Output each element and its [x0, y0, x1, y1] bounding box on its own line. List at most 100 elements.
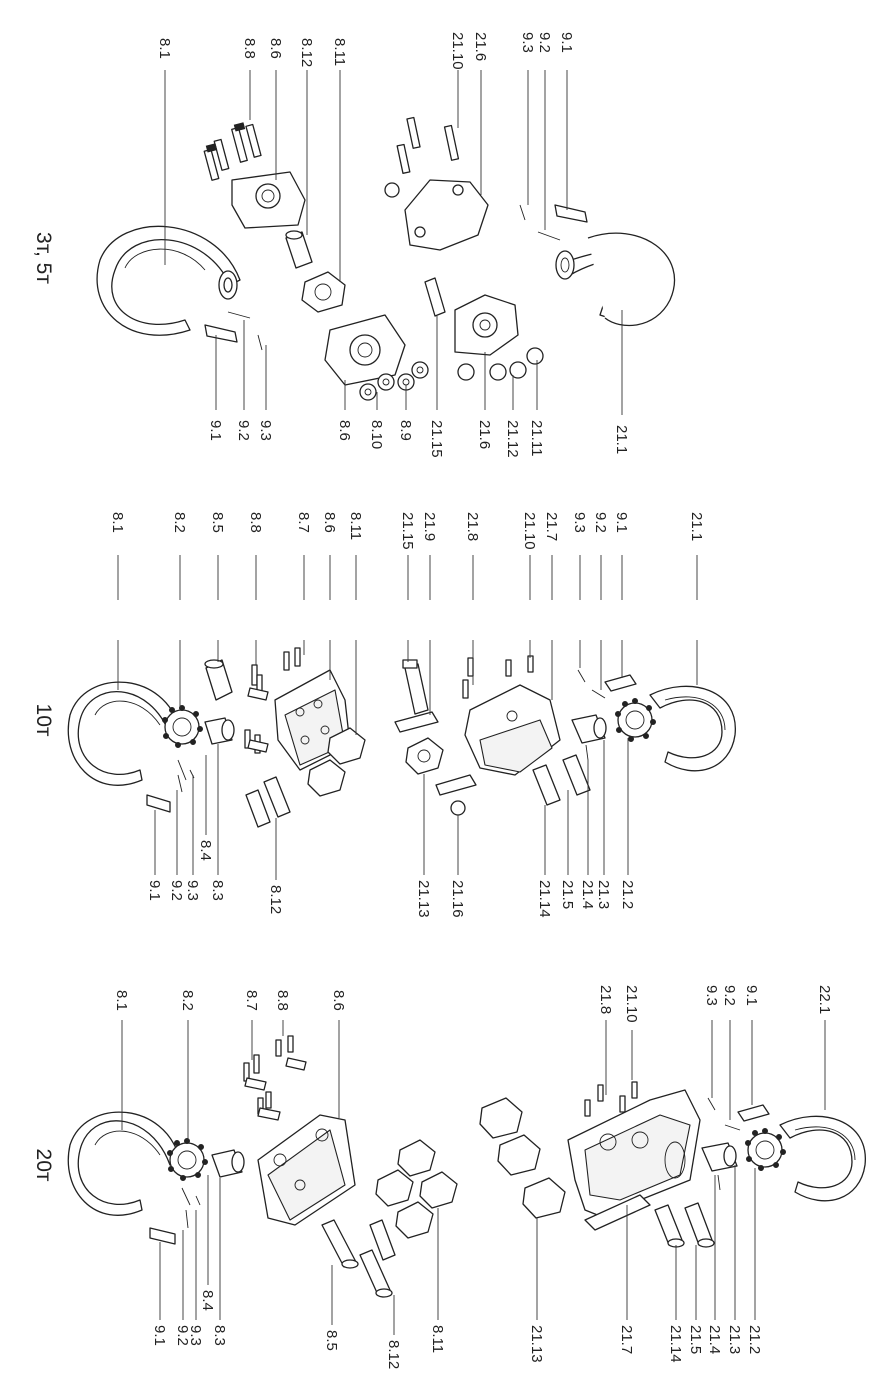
sprockets-21-13-section3 [479, 1097, 566, 1219]
sprocket-8-11-section1 [301, 271, 346, 313]
callout-21-6: 21.6 [472, 32, 489, 61]
callout-8-11: 8.11 [331, 38, 348, 66]
section-title-10t: 10т [32, 704, 55, 737]
nut-21-3-section2 [571, 714, 607, 761]
callout-8-8: 8.8 [247, 512, 264, 533]
pins-21-14-21-5-section2 [532, 754, 591, 806]
callout-8-7: 8.7 [295, 512, 312, 533]
callout-9-1: 9.1 [743, 985, 760, 1006]
callout-21-1: 21.1 [688, 512, 705, 541]
pins-8-5-8-12-section3 [321, 1219, 396, 1298]
callout-21-9: 21.9 [421, 512, 438, 541]
callout-8-4: 8.4 [197, 840, 214, 861]
callout-9-3: 9.3 [703, 985, 720, 1006]
bearing-21-2-section3 [745, 1128, 786, 1171]
callout-9-3: 9.3 [184, 880, 201, 901]
callout-8-12: 8.12 [298, 38, 315, 67]
callout-9-3: 9.3 [571, 512, 588, 533]
plates-8-6-section3 [257, 1114, 356, 1226]
callout-8-4: 8.4 [199, 1290, 216, 1311]
hook-8-1-section1 [96, 225, 241, 336]
callout-21-15: 21.15 [428, 420, 445, 458]
bolts-8-8-section1 [203, 122, 262, 181]
nut-21-3-section3 [701, 1142, 738, 1191]
nuts-21-11-21-12-section1 [457, 347, 544, 381]
bolts-21-8-21-10-section2 [462, 655, 534, 699]
leaders-section1 [164, 70, 623, 415]
links-21-9-section2 [394, 711, 477, 796]
callout-8-9: 8.9 [397, 420, 414, 441]
callout-21-14: 21.14 [667, 1325, 684, 1363]
latch-9-1-section3 [149, 1187, 201, 1245]
nut-8-3-section3 [211, 1149, 245, 1178]
bolts-8-7-8-8-section3 [243, 1035, 307, 1121]
callout-8-1: 8.1 [113, 990, 130, 1011]
callout-9-3: 9.3 [257, 420, 274, 441]
callout-9-2: 9.2 [168, 880, 185, 901]
plate-8-6-lower-section1 [324, 314, 406, 386]
sprockets-8-11-section3 [375, 1139, 458, 1239]
callout-8-1: 8.1 [156, 38, 173, 59]
pin-8-5-section2 [204, 659, 233, 701]
callout-8-6: 8.6 [336, 420, 353, 441]
pins-21-14-21-5-section3 [654, 1202, 715, 1248]
callout-8-12: 8.12 [385, 1340, 402, 1369]
callout-21-5: 21.5 [559, 880, 576, 909]
hook-22-1-section3 [779, 1115, 866, 1202]
callout-21-8: 21.8 [464, 512, 481, 541]
latch-9-1-upper-section1 [519, 204, 588, 241]
leaders-section2 [117, 555, 698, 880]
nuts-8-10-8-9-section1 [359, 361, 429, 401]
pin-21-15-section2 [402, 659, 429, 715]
section-title-3t-5t: 3т, 5т [32, 232, 55, 284]
callout-21-2: 21.2 [619, 880, 636, 909]
callout-8-1: 8.1 [109, 512, 126, 533]
callout-21-8: 21.8 [597, 985, 614, 1014]
latch-9-1-upper-section3 [707, 1097, 770, 1131]
callout-8-8: 8.8 [241, 38, 258, 59]
callout-21-3: 21.3 [595, 880, 612, 909]
bolts-8-7-8-8-section2 [244, 647, 301, 754]
callout-21-2: 21.2 [746, 1325, 763, 1354]
callout-21-12: 21.12 [504, 420, 521, 458]
callout-8-5: 8.5 [209, 512, 226, 533]
hook-8-1-section3 [67, 1111, 181, 1216]
hook-21-1-section1 [555, 232, 676, 327]
callout-21-5: 21.5 [687, 1325, 704, 1354]
callout-9-1: 9.1 [613, 512, 630, 533]
leaders-section3 [121, 1020, 826, 1335]
callout-9-2: 9.2 [536, 32, 553, 53]
bolts-21-8-21-10-section3 [584, 1081, 638, 1117]
bracket-21-6-upper-section1 [384, 116, 489, 251]
callout-21-16: 21.16 [449, 880, 466, 918]
callout-22-1: 22.1 [816, 985, 833, 1014]
callout-8-5: 8.5 [323, 1330, 340, 1351]
callout-21-7: 21.7 [618, 1325, 635, 1354]
callout-8-12: 8.12 [267, 885, 284, 914]
assembly-3t-5t [96, 116, 676, 401]
latch-9-1-section2 [146, 759, 195, 813]
callout-21-7: 21.7 [543, 512, 560, 541]
sprockets-8-11-section2 [307, 727, 366, 797]
callout-9-1: 9.1 [151, 1325, 168, 1346]
callout-21-15: 21.15 [399, 512, 416, 550]
assembly-20t [67, 1035, 866, 1298]
callout-21-1: 21.1 [613, 425, 630, 454]
callout-8-3: 8.3 [211, 1325, 228, 1346]
callout-8-6: 8.6 [330, 990, 347, 1011]
housing-21-7-section2 [464, 684, 561, 776]
callout-9-2: 9.2 [235, 420, 252, 441]
plate-8-6-upper-section1 [231, 171, 306, 229]
section-title-20t: 20т [32, 1149, 55, 1182]
callout-21-14: 21.14 [536, 880, 553, 918]
bearing-8-2-section2 [162, 705, 203, 748]
callout-8-7: 8.7 [243, 990, 260, 1011]
callout-9-3: 9.3 [187, 1325, 204, 1346]
sprocket-21-13-section2 [405, 737, 444, 775]
assembly-10t [67, 647, 736, 828]
bearing-8-2-section3 [167, 1138, 208, 1181]
callout-8-8: 8.8 [274, 990, 291, 1011]
callout-8-6: 8.6 [321, 512, 338, 533]
nut-8-3-section2 [204, 717, 235, 745]
